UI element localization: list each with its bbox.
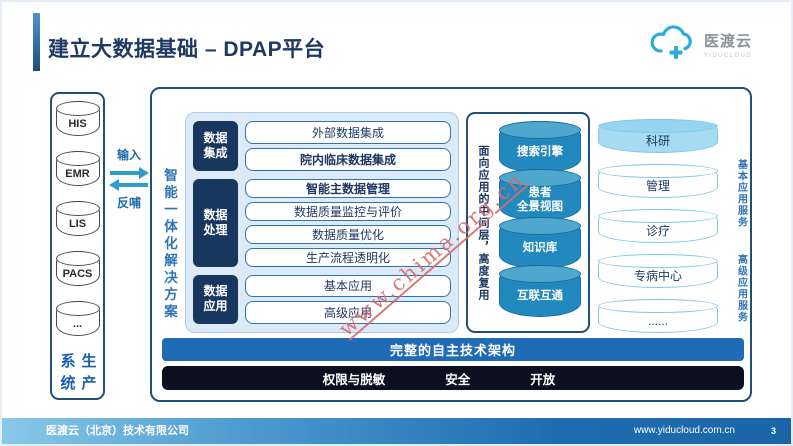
- application-disk-label: 管理: [645, 179, 670, 193]
- application-disk: 诊疗: [598, 209, 718, 243]
- middleware-cylinder: 知识库: [499, 217, 581, 269]
- database-cylinder-label: HIS: [68, 118, 87, 130]
- dpap-platform-box: 智能一体化解决方案 数据集成外部数据集成院内临床数据集成数据处理智能主数据管理数…: [150, 87, 752, 402]
- input-flow-label: 输入: [116, 148, 141, 162]
- application-disk-label: 专病中心: [633, 269, 682, 283]
- cloud-plus-icon: [647, 24, 695, 65]
- security-item: 安全: [445, 372, 471, 387]
- basic-services-label-wrap: 基本应用服务: [730, 159, 752, 237]
- yiducloud-logo: 医渡云 YIDUCLOUD: [647, 24, 752, 65]
- middleware-label: 面向应用的中间层，高度复用: [477, 144, 489, 301]
- footer-company: 医渡云（北京）技术有限公司: [46, 425, 189, 437]
- database-cylinder-label: ...: [72, 318, 83, 330]
- group-label-text: 数据应用: [203, 284, 228, 314]
- middleware-cylinder-label: 互联互通: [517, 289, 563, 302]
- database-cylinder: PACS: [55, 251, 100, 286]
- advanced-services-label-wrap: 高级应用服务: [730, 254, 752, 334]
- group-label-text: 数据处理: [203, 207, 228, 237]
- middleware-cylinder: 搜索引擎: [499, 121, 581, 173]
- security-item: 开放: [530, 372, 556, 387]
- module-box: 数据质量监控与评价: [245, 201, 451, 221]
- application-disk: ......: [598, 299, 718, 333]
- group-items: 基本应用高级应用: [245, 274, 451, 324]
- security-item: 权限与脱敏: [322, 372, 386, 387]
- solution-label: 智能一体化解决方案: [162, 168, 177, 321]
- data-flow: 输入 反哺: [106, 148, 152, 211]
- group-label: 数据集成: [193, 121, 238, 171]
- footer-bar: 医渡云（北京）技术有限公司 www.yiducloud.com.cn 3: [2, 418, 791, 444]
- logo-name: 医渡云: [704, 33, 753, 50]
- database-cylinder: ...: [55, 301, 100, 336]
- group-label-text: 数据集成: [203, 130, 228, 160]
- group-items: 智能主数据管理数据质量监控与评价数据质量优化生产流程透明化: [245, 178, 451, 267]
- database-cylinder-label: PACS: [62, 268, 93, 280]
- middleware-label-wrap: 面向应用的中间层，高度复用: [471, 114, 495, 331]
- module-box: 数据质量优化: [245, 224, 451, 244]
- footer-url: www.yiducloud.com.cn: [633, 425, 735, 436]
- application-disk-label: 诊疗: [645, 224, 670, 238]
- database-cylinder: EMR: [55, 151, 100, 186]
- module-box: 智能主数据管理: [245, 178, 451, 198]
- solution-group: 数据应用基本应用高级应用: [193, 274, 451, 324]
- security-bar: 权限与脱敏 安全 开放: [162, 366, 744, 390]
- database-cylinder: LIS: [55, 201, 100, 236]
- database-cylinder: HIS: [55, 101, 100, 136]
- solution-group: 数据处理智能主数据管理数据质量监控与评价数据质量优化生产流程透明化: [193, 178, 451, 267]
- logo-subname: YIDUCLOUD: [704, 53, 752, 59]
- solution-label-wrap: 智能一体化解决方案: [155, 89, 183, 400]
- module-box: 基本应用: [245, 274, 451, 298]
- group-items: 外部数据集成院内临床数据集成: [245, 121, 451, 171]
- application-disk: 科研: [598, 119, 718, 153]
- application-disk: 专病中心: [598, 254, 718, 288]
- page-title: 建立大数据基础 – DPAP平台: [48, 38, 326, 61]
- security-bar-items: 权限与脱敏 安全 开放: [323, 369, 556, 388]
- middleware-cylinder-label: 患者 全景视图: [517, 187, 563, 213]
- application-disk: 管理: [598, 164, 718, 198]
- advanced-services-label: 高级应用服务: [735, 254, 747, 323]
- group-label: 数据处理: [193, 178, 238, 267]
- solution-groups: 数据集成外部数据集成院内临床数据集成数据处理智能主数据管理数据质量监控与评价数据…: [185, 112, 459, 333]
- application-disk-label: ......: [647, 313, 668, 328]
- solution-group: 数据集成外部数据集成院内临床数据集成: [193, 121, 451, 171]
- group-label: 数据应用: [193, 274, 238, 324]
- middleware-cylinder-label: 搜索引擎: [517, 145, 563, 158]
- bidirectional-arrows-icon: [109, 167, 149, 192]
- module-box: 高级应用: [245, 301, 451, 324]
- application-disk-label: 科研: [645, 134, 670, 148]
- application-disks: 科研管理诊疗专病中心......: [598, 119, 722, 333]
- middleware-box: 面向应用的中间层，高度复用 搜索引擎患者 全景视图知识库互联互通: [466, 112, 590, 333]
- middleware-cylinders: 搜索引擎患者 全景视图知识库互联互通: [499, 121, 583, 317]
- module-box: 院内临床数据集成: [245, 147, 451, 171]
- middleware-cylinder-label: 知识库: [522, 241, 558, 254]
- middleware-cylinder: 互联互通: [499, 265, 581, 317]
- architecture-bar: 完整的自主技术架构: [162, 338, 744, 361]
- basic-services-label: 基本应用服务: [735, 159, 747, 228]
- footer-page-number: 3: [770, 426, 776, 436]
- module-box: 生产流程透明化: [245, 247, 451, 267]
- feedback-flow-label: 反哺: [116, 196, 141, 211]
- production-systems-box: HIS EMR LIS PACS... 生产系统: [50, 92, 105, 400]
- middleware-cylinder: 患者 全景视图: [499, 169, 581, 221]
- database-cylinder-label: LIS: [68, 218, 87, 230]
- title-accent-bar: [33, 13, 40, 71]
- database-cylinder-label: EMR: [65, 168, 90, 180]
- module-box: 外部数据集成: [245, 121, 451, 144]
- production-systems-label: 生产系统: [58, 353, 97, 397]
